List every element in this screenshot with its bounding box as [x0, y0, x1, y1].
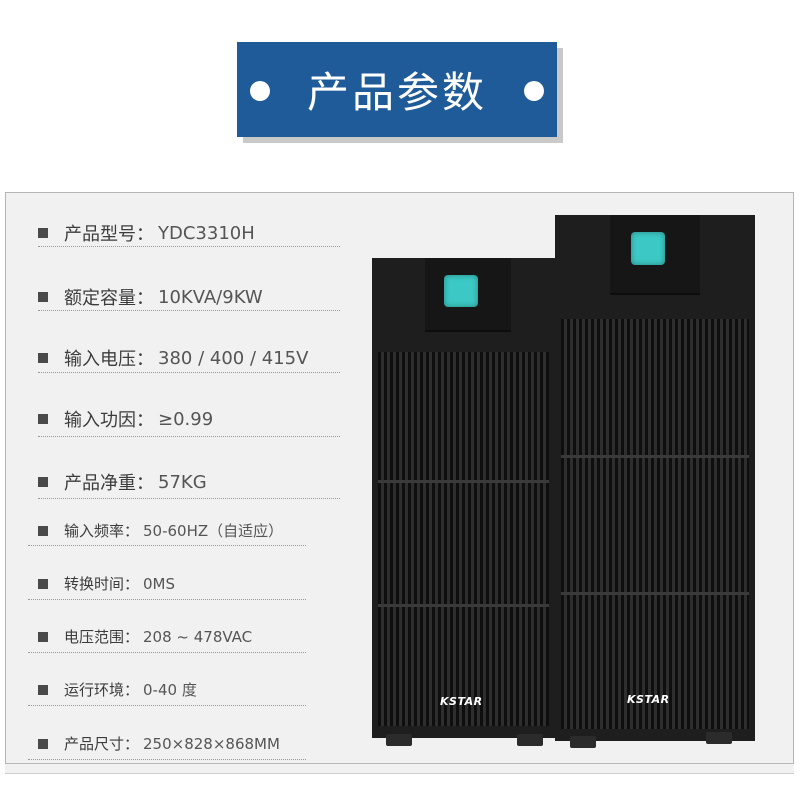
divider	[28, 652, 306, 653]
spec-label: 转换时间：	[64, 575, 140, 593]
spec-row-voltage-range: 电压范围： 208 ~ 478VAC	[38, 626, 252, 647]
lcd-screen-icon	[631, 232, 665, 265]
spec-row-net-weight: 产品净重： 57KG	[38, 469, 207, 495]
spec-row-dimensions: 产品尺寸： 250×828×868MM	[38, 733, 280, 754]
spec-value: 0-40 度	[143, 681, 197, 699]
square-bullet-icon	[38, 477, 48, 487]
divider	[38, 310, 340, 311]
square-bullet-icon	[38, 631, 48, 642]
square-bullet-icon	[38, 414, 48, 424]
spec-value: 250×828×868MM	[143, 734, 280, 753]
divider	[38, 498, 340, 499]
square-bullet-icon	[38, 578, 48, 589]
spec-row-operating-environment: 运行环境： 0-40 度	[38, 679, 197, 700]
panel-seam	[378, 480, 549, 483]
spec-value: 57KG	[158, 471, 207, 493]
brand-logo: KSTAR	[627, 693, 670, 706]
square-bullet-icon	[38, 525, 48, 536]
spec-label: 输入功因：	[64, 410, 154, 431]
spec-label: 额定容量：	[64, 288, 154, 309]
square-bullet-icon	[38, 353, 48, 363]
cabinet-foot	[386, 734, 412, 746]
spec-label: 电压范围：	[64, 628, 140, 646]
cabinet-foot	[517, 734, 543, 746]
spec-value: 10KVA/9KW	[158, 286, 263, 308]
spec-label: 运行环境：	[64, 681, 140, 699]
spec-label: 产品尺寸：	[64, 735, 140, 753]
bullet-dot-left	[250, 81, 270, 101]
square-bullet-icon	[38, 684, 48, 695]
spec-row-input-voltage: 输入电压： 380 / 400 / 415V	[38, 345, 308, 371]
spec-label: 产品型号：	[64, 224, 154, 245]
divider	[38, 246, 340, 247]
vent-grille	[561, 319, 749, 729]
divider	[28, 759, 306, 760]
divider	[38, 436, 340, 437]
spec-row-model: 产品型号： YDC3310H	[38, 220, 255, 246]
spec-row-power-factor: 输入功因： ≥0.99	[38, 406, 213, 432]
spec-panel-bottom	[5, 764, 794, 774]
spec-label: 输入电压：	[64, 349, 154, 370]
divider	[28, 705, 306, 706]
divider	[28, 545, 306, 546]
section-banner: 产品参数	[237, 42, 557, 137]
spec-label: 产品净重：	[64, 473, 154, 494]
panel-seam	[561, 455, 749, 458]
banner-title: 产品参数	[306, 68, 487, 117]
spec-value: 380 / 400 / 415V	[158, 347, 309, 369]
square-bullet-icon	[38, 292, 48, 302]
vent-grille	[378, 352, 549, 726]
bullet-dot-right	[524, 81, 544, 101]
spec-row-transfer-time: 转换时间： 0MS	[38, 573, 175, 594]
spec-value: YDC3310H	[158, 222, 255, 244]
spec-label: 输入频率：	[64, 522, 140, 540]
divider	[38, 372, 340, 373]
brand-logo: KSTAR	[440, 695, 483, 708]
panel-seam	[378, 604, 549, 607]
lcd-screen-icon	[444, 275, 478, 307]
square-bullet-icon	[38, 738, 48, 749]
spec-value: 50-60HZ（自适应）	[143, 522, 284, 540]
spec-row-capacity: 额定容量： 10KVA/9KW	[38, 284, 263, 310]
spec-value: 208 ~ 478VAC	[143, 627, 253, 646]
ups-cabinet-small: KSTAR	[372, 258, 555, 738]
divider	[28, 599, 306, 600]
spec-value: 0MS	[143, 574, 176, 593]
spec-row-input-frequency: 输入频率： 50-60HZ（自适应）	[38, 520, 283, 541]
panel-seam	[561, 592, 749, 595]
square-bullet-icon	[38, 228, 48, 238]
spec-value: ≥0.99	[158, 408, 214, 430]
cabinet-foot	[706, 732, 732, 744]
ups-cabinet-large: KSTAR	[555, 215, 755, 741]
cabinet-foot	[570, 736, 596, 748]
